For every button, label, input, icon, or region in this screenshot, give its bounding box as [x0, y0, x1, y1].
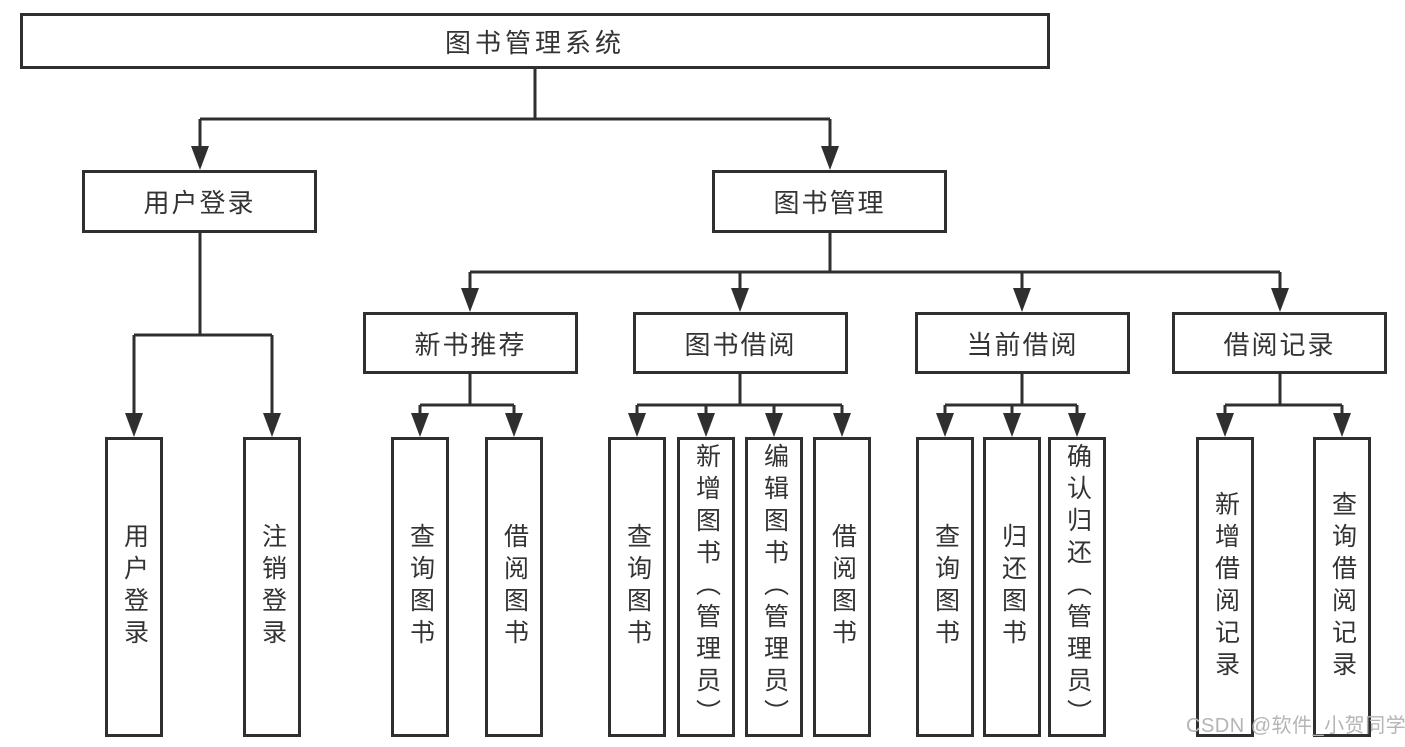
arrowhead — [1013, 288, 1031, 312]
arrowhead — [1271, 288, 1289, 312]
node-new-book-recommendation: 新书推荐 — [363, 312, 578, 374]
arrowhead — [411, 413, 429, 437]
arrowhead — [1216, 413, 1234, 437]
leaf-label: 借阅图书 — [500, 523, 529, 651]
arrowhead — [697, 413, 715, 437]
leaf-label: 确认归还（管理员） — [1063, 443, 1092, 731]
leaf-user-login: 用户登录 — [105, 437, 163, 737]
leaf-logout: 注销登录 — [243, 437, 301, 737]
leaf-confirm-return-admin: 确认归还（管理员） — [1048, 437, 1106, 737]
arrowhead — [1068, 413, 1086, 437]
leaf-query-borrow-record: 查询借阅记录 — [1313, 437, 1371, 737]
leaf-borrow-books-recommend: 借阅图书 — [485, 437, 543, 737]
leaf-edit-book-admin: 编辑图书（管理员） — [745, 437, 803, 737]
leaf-label: 借阅图书 — [828, 523, 857, 651]
arrowhead — [1003, 413, 1021, 437]
leaf-label: 查询图书 — [623, 523, 652, 651]
leaf-add-borrow-record: 新增借阅记录 — [1196, 437, 1254, 737]
node-user-login: 用户登录 — [82, 170, 317, 233]
leaf-label: 归还图书 — [998, 523, 1027, 651]
arrowhead — [731, 288, 749, 312]
node-label: 图书管理系统 — [444, 27, 625, 58]
arrowhead — [191, 146, 209, 170]
leaf-return-books: 归还图书 — [983, 437, 1041, 737]
csdn-watermark: CSDN @软件_小贺同学 — [1186, 715, 1405, 737]
node-label: 图书管理 — [773, 188, 886, 218]
arrowhead — [263, 413, 281, 437]
arrowhead — [125, 413, 143, 437]
leaf-query-books-borrow: 查询图书 — [608, 437, 666, 737]
node-label: 新书推荐 — [414, 329, 527, 360]
leaf-borrow-books: 借阅图书 — [813, 437, 871, 737]
node-label: 用户登录 — [143, 188, 256, 218]
node-label: 借阅记录 — [1223, 329, 1336, 360]
arrowhead — [1333, 413, 1351, 437]
leaf-query-books-current: 查询图书 — [916, 437, 974, 737]
node-book-management: 图书管理 — [712, 170, 947, 233]
leaf-label: 新增借阅记录 — [1211, 491, 1240, 683]
node-current-borrowing: 当前借阅 — [915, 312, 1130, 374]
node-label: 图书借阅 — [684, 329, 797, 360]
arrowhead — [936, 413, 954, 437]
leaf-query-books-recommend: 查询图书 — [391, 437, 449, 737]
node-borrowing-records: 借阅记录 — [1172, 312, 1387, 374]
leaf-label: 新增图书（管理员） — [692, 443, 721, 731]
node-library-system: 图书管理系统 — [20, 13, 1050, 69]
arrowhead — [628, 413, 646, 437]
leaf-label: 编辑图书（管理员） — [760, 443, 789, 731]
arrowhead — [505, 413, 523, 437]
leaf-label: 用户登录 — [120, 523, 149, 651]
leaf-add-book-admin: 新增图书（管理员） — [677, 437, 735, 737]
leaf-label: 查询借阅记录 — [1328, 491, 1357, 683]
leaf-label: 注销登录 — [258, 523, 287, 651]
arrowheads — [125, 146, 1351, 437]
connector-path — [132, 69, 1344, 417]
node-book-borrowing: 图书借阅 — [633, 312, 848, 374]
arrowhead — [461, 288, 479, 312]
arrowhead — [821, 146, 839, 170]
node-label: 当前借阅 — [966, 329, 1079, 360]
arrowhead — [765, 413, 783, 437]
arrowhead — [833, 413, 851, 437]
leaf-label: 查询图书 — [931, 523, 960, 651]
leaf-label: 查询图书 — [406, 523, 435, 651]
